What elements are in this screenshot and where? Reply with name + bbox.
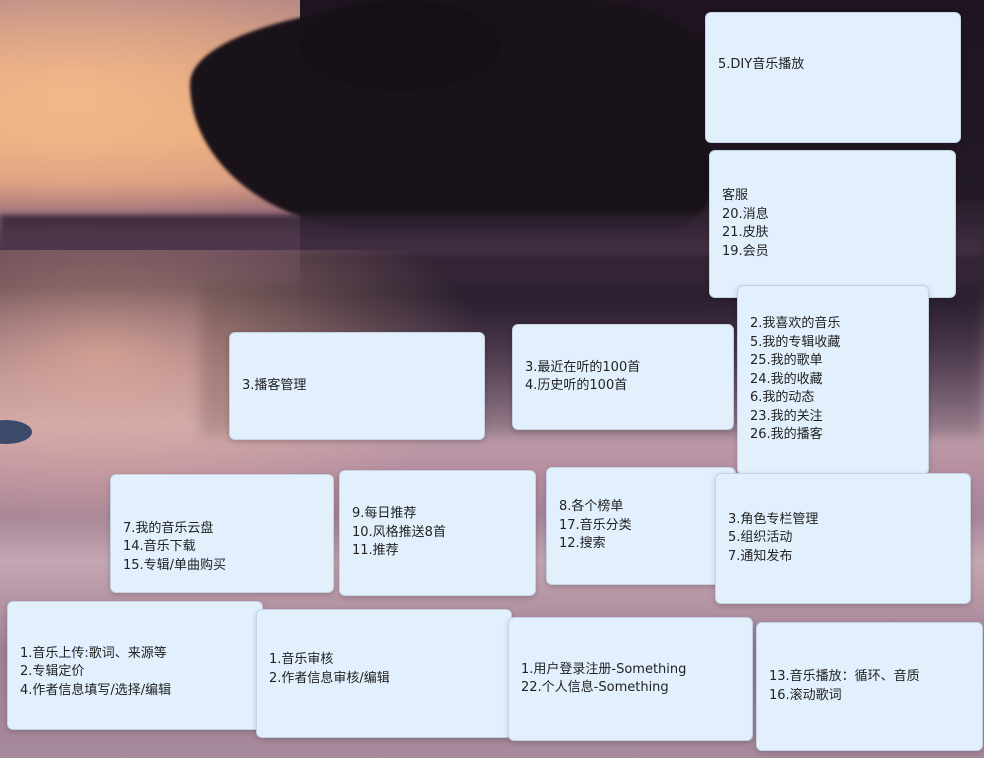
card-line: 2.专辑定价 bbox=[20, 664, 85, 680]
card-line: 4.作者信息填写/选择/编辑 bbox=[20, 682, 172, 698]
card-line: 12.搜索 bbox=[559, 536, 606, 552]
card-line: 1.音乐上传:歌词、来源等 bbox=[20, 645, 167, 661]
card-music-review[interactable]: 1.音乐审核 2.作者信息审核/编辑 bbox=[256, 609, 512, 738]
card-line: 26.我的播客 bbox=[750, 427, 823, 443]
card-line: 6.我的动态 bbox=[750, 390, 815, 406]
card-line: 24.我的收藏 bbox=[750, 371, 823, 387]
card-music-playback[interactable]: 13.音乐播放：循环、音质 16.滚动歌词 bbox=[756, 622, 983, 751]
card-line: 5.我的专辑收藏 bbox=[750, 334, 841, 350]
card-line: 13.音乐播放：循环、音质 bbox=[769, 669, 920, 684]
card-line: 10.风格推送8首 bbox=[352, 524, 446, 540]
card-line: 16.滚动歌词 bbox=[769, 687, 842, 703]
card-music-cloud-download[interactable]: 7.我的音乐云盘 14.音乐下载 15.专辑/单曲购买 bbox=[110, 474, 334, 593]
card-podcast-management[interactable]: 3.播客管理 bbox=[229, 332, 485, 440]
card-line: 4.历史听的100首 bbox=[525, 378, 628, 393]
card-line: 17.音乐分类 bbox=[559, 517, 632, 533]
card-charts-categories-search[interactable]: 8.各个榜单 17.音乐分类 12.搜索 bbox=[546, 467, 736, 585]
card-line: 1.用户登录注册-Something bbox=[521, 661, 687, 677]
card-my-favorites[interactable]: 2.我喜欢的音乐 5.我的专辑收藏 25.我的歌单 24.我的收藏 6.我的动态… bbox=[737, 285, 929, 475]
card-recent-history[interactable]: 3.最近在听的100首 4.历史听的100首 bbox=[512, 324, 734, 430]
card-line: 11.推荐 bbox=[352, 543, 399, 559]
card-diy-music-play[interactable]: 5.DIY音乐播放 bbox=[705, 12, 961, 143]
card-daily-recommend[interactable]: 9.每日推荐 10.风格推送8首 11.推荐 bbox=[339, 470, 536, 596]
card-service-message-skin-vip[interactable]: 客服 20.消息 21.皮肤 19.会员 bbox=[709, 150, 956, 298]
card-line: 15.专辑/单曲购买 bbox=[123, 557, 227, 573]
card-music-upload[interactable]: 1.音乐上传:歌词、来源等 2.专辑定价 4.作者信息填写/选择/编辑 bbox=[7, 601, 263, 730]
tree-crown bbox=[300, 0, 500, 90]
card-line: 23.我的关注 bbox=[750, 408, 823, 424]
card-line: 7.通知发布 bbox=[728, 548, 793, 564]
card-line: 20.消息 bbox=[722, 206, 769, 222]
card-line: 7.我的音乐云盘 bbox=[123, 520, 214, 536]
card-line: 3.角色专栏管理 bbox=[728, 511, 819, 527]
card-line: 21.皮肤 bbox=[722, 225, 769, 240]
card-line: 2.作者信息审核/编辑 bbox=[269, 670, 390, 686]
card-line: 19.会员 bbox=[722, 243, 769, 259]
card-role-column-management[interactable]: 3.角色专栏管理 5.组织活动 7.通知发布 bbox=[715, 473, 971, 604]
card-user-login[interactable]: 1.用户登录注册-Something 22.个人信息-Something bbox=[508, 617, 753, 741]
card-line: 22.个人信息-Something bbox=[521, 680, 669, 695]
card-line: 9.每日推荐 bbox=[352, 506, 417, 522]
card-line: 1.音乐审核 bbox=[269, 652, 334, 667]
card-line: 5.组织活动 bbox=[728, 530, 793, 546]
card-line: 3.播客管理 bbox=[242, 377, 307, 393]
card-line: 客服 bbox=[722, 188, 749, 203]
card-line: 14.音乐下载 bbox=[123, 539, 196, 555]
card-line: 25.我的歌单 bbox=[750, 353, 823, 369]
card-line: 8.各个榜单 bbox=[559, 499, 624, 515]
card-line: 3.最近在听的100首 bbox=[525, 359, 641, 375]
card-line: 5.DIY音乐播放 bbox=[718, 57, 805, 72]
card-line: 2.我喜欢的音乐 bbox=[750, 316, 841, 332]
